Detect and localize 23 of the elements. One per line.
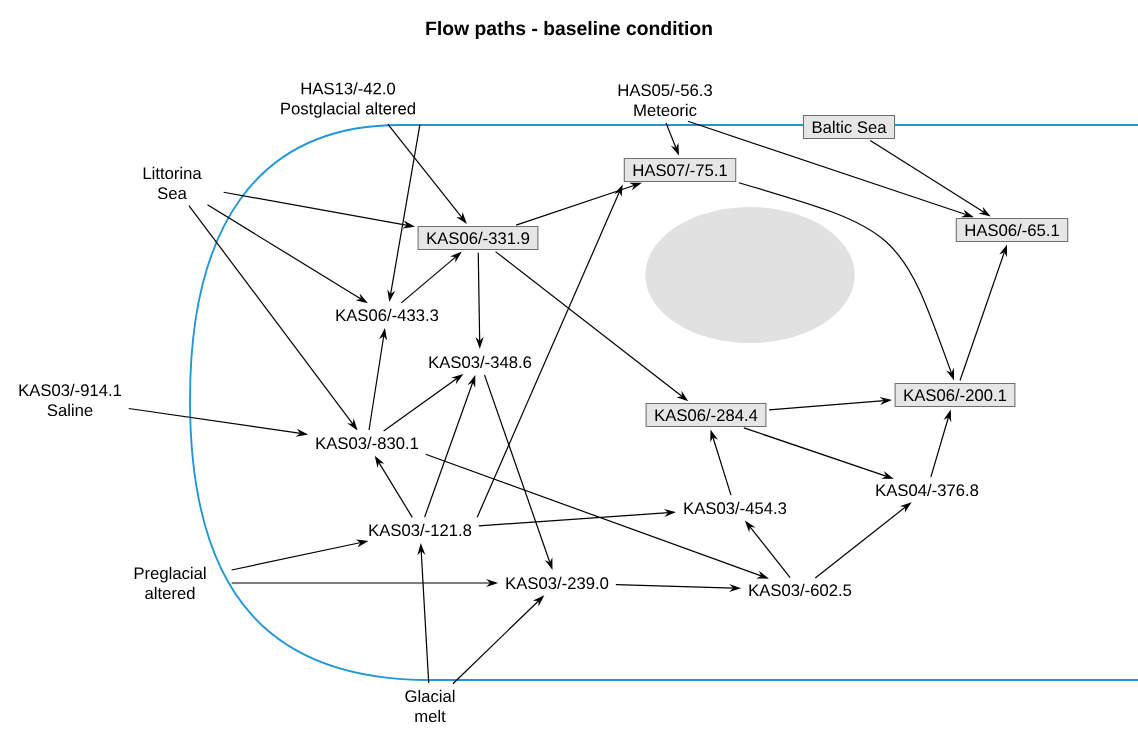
sample-box: KAS06/-331.9 — [417, 226, 539, 250]
text-label: KAS03/-830.1 — [316, 436, 419, 450]
sample-box: Baltic Sea — [802, 115, 896, 139]
sample-box: HAS06/-65.1 — [955, 218, 1069, 242]
sample-box: KAS06/-284.4 — [645, 403, 767, 427]
sample-box: HAS07/-75.1 — [623, 158, 737, 182]
text-label: KAS03/-239.0 — [506, 576, 609, 590]
ellipse-shape — [645, 207, 855, 343]
text-label: KAS03/-602.5 — [749, 583, 852, 597]
text-label: KAS03/-454.3 — [684, 501, 787, 515]
text-label: KAS03/-121.8 — [369, 523, 472, 537]
title: Flow paths - baseline condition — [426, 21, 712, 39]
text-label: Glacial melt — [405, 689, 455, 723]
text-label: KAS03/-348.6 — [429, 355, 532, 369]
text-label: KAS04/-376.8 — [876, 483, 979, 497]
text-label: Preglacial altered — [134, 566, 206, 600]
text-label: HAS13/-42.0 Postglacial altered — [281, 82, 415, 118]
text-label: HAS05/-56.3 Meteoric — [618, 83, 712, 117]
text-label: Littorina Sea — [143, 166, 202, 200]
arrow — [387, 123, 467, 224]
text-label: KAS03/-914.1 Saline — [19, 383, 122, 417]
sample-box: KAS06/-200.1 — [894, 383, 1016, 407]
text-label: KAS06/-433.3 — [336, 308, 439, 322]
